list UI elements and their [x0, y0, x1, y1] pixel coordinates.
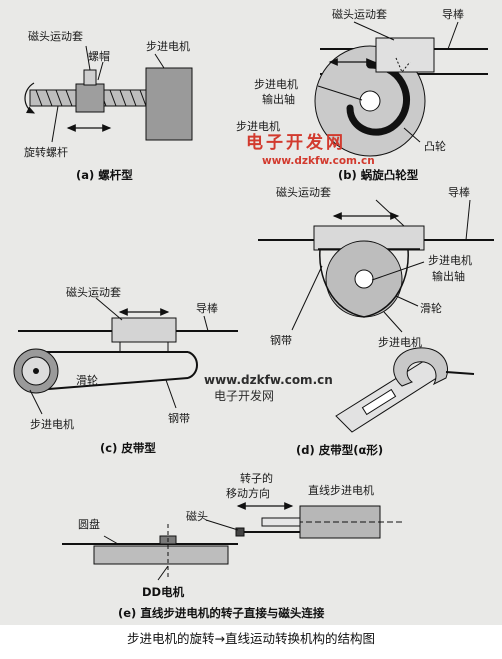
- spiral-groove: [346, 61, 410, 136]
- label-rotor-e-2: 移动方向: [226, 486, 270, 500]
- watermark-2-url: www.dzkfw.com.cn: [204, 373, 333, 387]
- label-motor-d: 步进电机: [378, 335, 422, 349]
- label-band-c: 钢带: [168, 412, 190, 425]
- label-rotor-e-1: 转子的: [240, 471, 273, 485]
- steel-band-loop: [319, 249, 409, 318]
- caption-e: (e) 直线步进电机的转子直接与磁头连接: [118, 606, 325, 620]
- caption-c: (c) 皮带型: [100, 441, 156, 455]
- leader-band-c: [165, 379, 177, 409]
- label-slider-b: 磁头运动套: [332, 8, 387, 21]
- leader-nut-a: [97, 61, 104, 81]
- watermark-1-url: www.dzkfw.com.cn: [262, 155, 375, 167]
- leader-dd-e: [157, 565, 169, 581]
- label-head-e: 磁头: [186, 510, 208, 523]
- label-slider-d: 磁头运动套: [276, 186, 331, 199]
- pulley-c-hub: [33, 368, 39, 374]
- leader-motor-c: [29, 389, 43, 415]
- leader-rod-b: [447, 21, 459, 50]
- leader-pulley-d: [395, 295, 419, 307]
- label-slider-c: 磁头运动套: [66, 286, 121, 299]
- leader-motor-a: [154, 53, 165, 69]
- motor-shaft-b: [359, 90, 381, 112]
- label-nut-a: 螺帽: [88, 50, 110, 63]
- caption-a: (a) 螺杆型: [76, 168, 133, 182]
- diagram-canvas: 磁头运动套 螺帽 步进电机 旋转螺杆 (a) 螺杆型 磁头运动套 导棒 步进电机…: [13, 7, 494, 620]
- label-rod-c: 导棒: [196, 301, 218, 315]
- rotor-rod: [261, 517, 301, 527]
- caption-b: (b) 蜗旋凸轮型: [338, 168, 419, 182]
- panel-e-linear: 转子的 移动方向 直线步进电机 圆盘 磁头 DD电机 (e) 直线步进电机的转子…: [62, 471, 404, 620]
- label-cam-b: 凸轮: [424, 139, 446, 153]
- panel-d-alpha-belt: 磁头运动套 导棒 步进电机 输出轴 滑轮 步进电机 钢带 (d) 皮带型(α形): [258, 185, 494, 457]
- follower-pin: [395, 57, 411, 73]
- label-motor-b-2: 输出轴: [262, 92, 295, 106]
- label-motor-b-1: 步进电机: [254, 77, 298, 91]
- label-motor-a: 步进电机: [146, 39, 190, 53]
- motor-shaft-d: [354, 269, 374, 289]
- leader-head-e: [205, 519, 239, 531]
- panel-c-belt: 磁头运动套 导棒 滑轮 步进电机 钢带 (c) 皮带型: [13, 286, 238, 455]
- linear-stepper-motor: [299, 505, 381, 539]
- belt-end-c: [187, 351, 198, 379]
- label-rod-b: 导棒: [442, 7, 464, 21]
- leader-disk-e: [103, 535, 119, 545]
- watermark-1: 电子开发网 www.dzkfw.com.cn: [246, 132, 375, 167]
- watermark-2: www.dzkfw.com.cn 电子开发网: [204, 373, 333, 403]
- label-motor-c: 步进电机: [30, 417, 74, 431]
- panel-b-cam: 磁头运动套 导棒 步进电机 输出轴 步进电机 凸轮 (b) 蜗旋凸轮型: [236, 7, 488, 182]
- slider-box-c: [111, 317, 177, 343]
- leader-slider-d: [375, 199, 405, 227]
- leader-shaft-b: [317, 85, 363, 101]
- slider-block: [83, 69, 97, 86]
- dd-motor-body: [93, 545, 229, 565]
- label-screw-a: 旋转螺杆: [24, 145, 68, 159]
- stepper-motor-a: [145, 67, 193, 141]
- label-rod-d: 导棒: [448, 185, 470, 199]
- leader-band-d: [291, 265, 323, 331]
- leader-slider-b: [353, 21, 395, 41]
- leader-cam-b: [403, 127, 421, 143]
- leader-rod-c: [203, 315, 209, 332]
- head-block: [235, 527, 245, 537]
- diagram-area: 磁头运动套 螺帽 步进电机 旋转螺杆 (a) 螺杆型 磁头运动套 导棒 步进电机…: [0, 0, 502, 625]
- alpha-belt-detail: [335, 347, 475, 433]
- leader-slider-a: [85, 45, 91, 71]
- label-motor-d-2: 输出轴: [432, 269, 465, 283]
- figure-caption: 步进电机的旋转→直线运动转换机构的结构图: [127, 631, 375, 646]
- caption-d: (d) 皮带型(α形): [296, 443, 383, 457]
- label-pulley-d: 滑轮: [420, 301, 442, 315]
- leader-slider-c: [95, 297, 123, 321]
- slider-box-b: [375, 37, 435, 73]
- label-pulley-c: 滑轮: [76, 373, 98, 387]
- label-slider-a: 磁头运动套: [28, 30, 83, 43]
- leader-screw-a: [51, 105, 59, 143]
- leader-shaft-d: [371, 261, 425, 281]
- watermark-1-title: 电子开发网: [246, 132, 346, 153]
- alpha-band-tail: [445, 371, 475, 375]
- leader-rod-d: [465, 199, 471, 241]
- belt-bottom-c: [35, 377, 189, 391]
- label-disk-e: 圆盘: [78, 517, 100, 531]
- label-motor-d-1: 步进电机: [428, 253, 472, 267]
- watermark-2-title: 电子开发网: [214, 388, 274, 403]
- alpha-band-loop: [393, 347, 448, 387]
- alpha-band-slot: [361, 388, 397, 416]
- nut-block: [75, 83, 105, 113]
- label-motor-b-short: 步进电机: [236, 119, 280, 133]
- label-band-d: 钢带: [270, 334, 292, 347]
- leader-motor-d: [383, 311, 403, 333]
- label-dd-e: DD电机: [142, 585, 185, 599]
- label-linear-motor-e: 直线步进电机: [308, 483, 374, 497]
- panel-a-screw: 磁头运动套 螺帽 步进电机 旋转螺杆 (a) 螺杆型: [24, 30, 193, 182]
